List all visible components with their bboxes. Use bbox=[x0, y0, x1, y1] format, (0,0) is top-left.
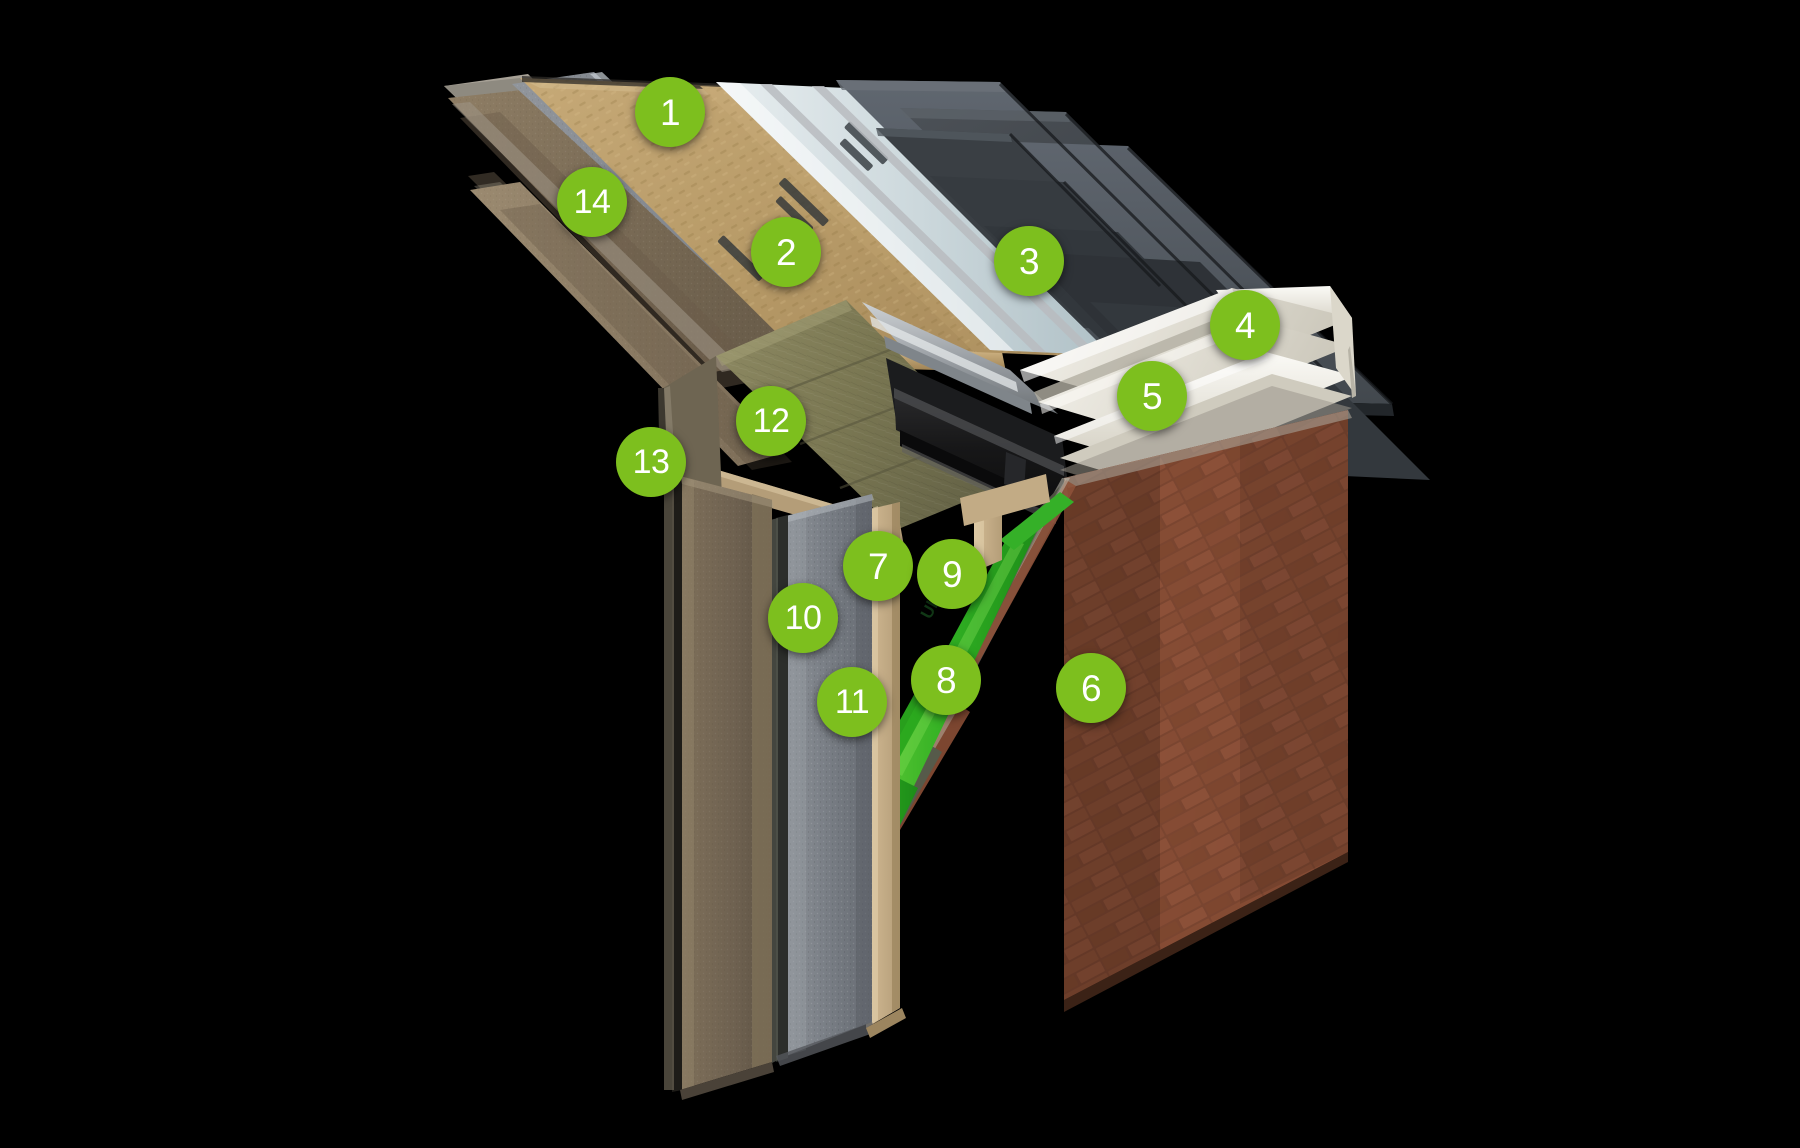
callout-marker-outer-brick-leaf[interactable]: 6 bbox=[1056, 653, 1126, 723]
callout-marker-vapour-control-layer[interactable]: 11 bbox=[817, 667, 887, 737]
callout-marker-ceiling-plasterboard[interactable]: 14 bbox=[557, 167, 627, 237]
inner-plasterboard-lining bbox=[664, 474, 774, 1100]
callout-marker-roof-sarking-board[interactable]: 1 bbox=[635, 77, 705, 147]
wall-base-detail bbox=[776, 1008, 906, 1066]
callout-marker-wall-insulation[interactable]: 10 bbox=[768, 583, 838, 653]
callout-marker-eaves-mineral-wool[interactable]: 12 bbox=[736, 386, 806, 456]
callout-marker-roof-tiles[interactable]: 3 bbox=[994, 226, 1064, 296]
callout-marker-fascia-board[interactable]: 4 bbox=[1210, 290, 1280, 360]
callout-marker-cavity[interactable]: 8 bbox=[911, 645, 981, 715]
outer-brick-leaf bbox=[944, 410, 1352, 1012]
callout-marker-timber-stud[interactable]: 7 bbox=[843, 531, 913, 601]
callout-marker-soffit-board[interactable]: 5 bbox=[1117, 361, 1187, 431]
callout-marker-wall-head-junction[interactable]: 13 bbox=[616, 427, 686, 497]
callout-marker-roof-breather-membrane[interactable]: 2 bbox=[751, 217, 821, 287]
callout-marker-wall-breather-membrane[interactable]: 9 bbox=[917, 539, 987, 609]
